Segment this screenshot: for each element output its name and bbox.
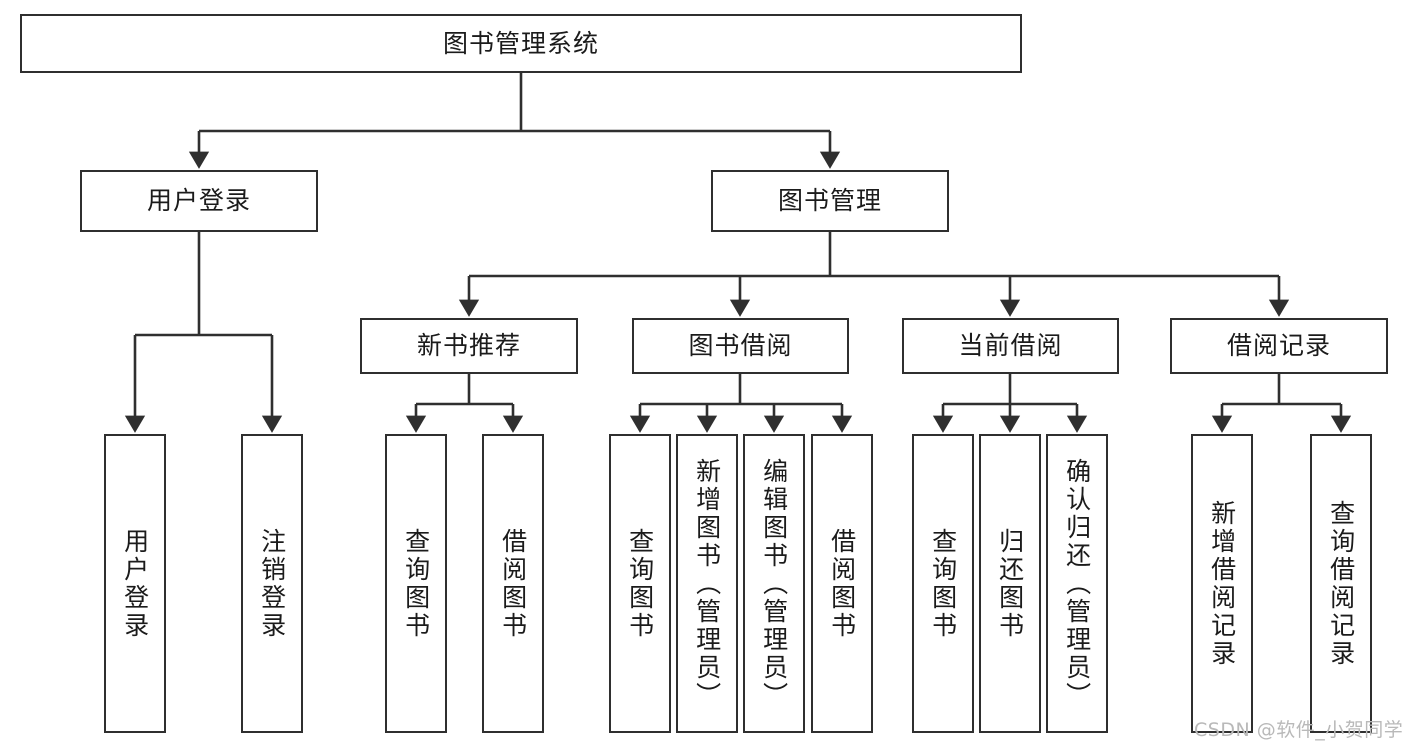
leaf-add-book-label: 新增图书（管理员） — [692, 457, 722, 710]
leaf-add-record[interactable]: 新增借阅记录 — [1191, 434, 1253, 733]
leaf-edit-book[interactable]: 编辑图书（管理员） — [743, 434, 805, 733]
leaf-query-book-1-label: 查询图书 — [401, 527, 431, 640]
node-borrow-record-label: 借阅记录 — [1226, 331, 1331, 361]
leaf-borrow-book-2[interactable]: 借阅图书 — [811, 434, 873, 733]
leaf-add-record-label: 新增借阅记录 — [1207, 499, 1237, 668]
node-current-borrow[interactable]: 当前借阅 — [902, 318, 1119, 374]
leaf-edit-book-label: 编辑图书（管理员） — [759, 457, 789, 710]
node-root[interactable]: 图书管理系统 — [20, 14, 1022, 73]
leaf-query-record-label: 查询借阅记录 — [1326, 499, 1356, 668]
leaf-confirm-return[interactable]: 确认归还（管理员） — [1046, 434, 1108, 733]
leaf-borrow-book-1[interactable]: 借阅图书 — [482, 434, 544, 733]
node-book-borrow-label: 图书借阅 — [688, 331, 793, 361]
node-book-manage[interactable]: 图书管理 — [711, 170, 949, 232]
node-user-login-label: 用户登录 — [146, 186, 251, 216]
node-book-manage-label: 图书管理 — [777, 186, 882, 216]
leaf-query-book-1[interactable]: 查询图书 — [385, 434, 447, 733]
leaf-borrow-book-2-label: 借阅图书 — [827, 527, 857, 640]
leaf-return-book[interactable]: 归还图书 — [979, 434, 1041, 733]
leaf-borrow-book-1-label: 借阅图书 — [498, 527, 528, 640]
leaf-query-book-2[interactable]: 查询图书 — [609, 434, 671, 733]
leaf-query-book-2-label: 查询图书 — [625, 527, 655, 640]
node-new-book-recommend-label: 新书推荐 — [416, 331, 521, 361]
leaf-confirm-return-label: 确认归还（管理员） — [1062, 457, 1092, 710]
node-user-login[interactable]: 用户登录 — [80, 170, 318, 232]
csdn-watermark: CSDN @软件_小贺同学 — [1194, 719, 1404, 741]
node-book-borrow[interactable]: 图书借阅 — [632, 318, 849, 374]
node-new-book-recommend[interactable]: 新书推荐 — [360, 318, 578, 374]
node-root-label: 图书管理系统 — [442, 28, 599, 58]
leaf-query-record[interactable]: 查询借阅记录 — [1310, 434, 1372, 733]
leaf-user-logout[interactable]: 注销登录 — [241, 434, 303, 733]
node-borrow-record[interactable]: 借阅记录 — [1170, 318, 1388, 374]
leaf-user-logout-label: 注销登录 — [257, 527, 287, 640]
leaf-query-book-3[interactable]: 查询图书 — [912, 434, 974, 733]
node-current-borrow-label: 当前借阅 — [958, 331, 1063, 361]
leaf-user-login[interactable]: 用户登录 — [104, 434, 166, 733]
leaf-return-book-label: 归还图书 — [995, 527, 1025, 640]
leaf-query-book-3-label: 查询图书 — [928, 527, 958, 640]
leaf-user-login-label: 用户登录 — [120, 527, 150, 640]
leaf-add-book[interactable]: 新增图书（管理员） — [676, 434, 738, 733]
